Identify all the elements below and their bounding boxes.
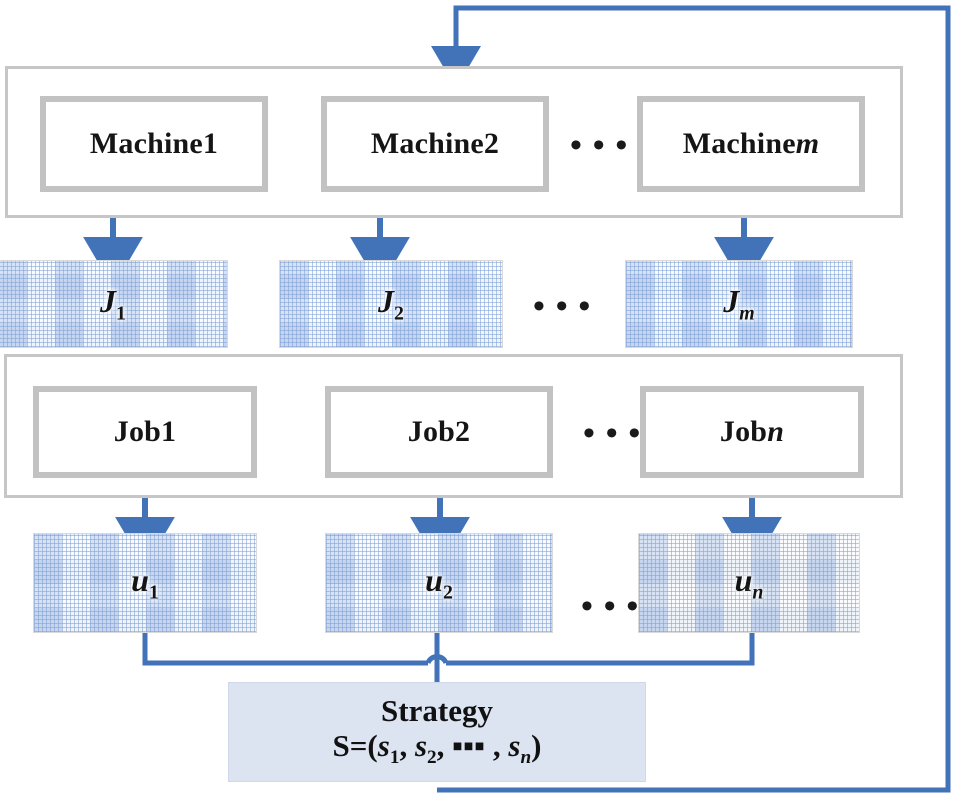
j-block-1[interactable]: J1 [0, 260, 228, 348]
j-row-ellipsis: • • • [533, 288, 593, 325]
strategy-box[interactable]: Strategy S=(s1, s2, ▪▪▪ , sn) [228, 682, 646, 782]
machine-row-ellipsis: • • • [570, 127, 630, 164]
j-block-1-label: J1 [100, 282, 126, 325]
job-node-2[interactable]: Job2 [325, 386, 553, 478]
machine-node-m-label: Machine [682, 127, 796, 160]
strategy-term-1-base: s [377, 727, 390, 763]
strategy-term-1-sub: 1 [389, 746, 400, 768]
job-node-n-label: Job [719, 415, 768, 448]
u-block-2-label: u2 [425, 561, 453, 604]
u-to-strategy-connector [142, 633, 755, 682]
strategy-term-2-sub: 2 [427, 746, 437, 768]
j-block-m-label: Jm [723, 282, 755, 325]
strategy-last-term-base: s [508, 727, 521, 763]
u-row-ellipsis: • • • [581, 588, 641, 625]
j-block-m[interactable]: Jm [625, 260, 853, 348]
job-row-ellipsis: • • • [583, 415, 643, 452]
strategy-formula-ellipsis: ▪▪▪ [452, 727, 486, 763]
job-node-1[interactable]: Job1 [33, 386, 257, 478]
j-block-2-label: J2 [378, 282, 404, 325]
machine-node-2-label: Machine2 [370, 127, 500, 160]
u-block-1[interactable]: u1 [33, 533, 257, 633]
u-block-2[interactable]: u2 [325, 533, 553, 633]
job-node-n-index: n [767, 415, 785, 448]
strategy-term-2-base: s [414, 727, 428, 763]
strategy-formula-prefix: S=( [332, 727, 378, 763]
machine-node-2[interactable]: Machine2 [321, 96, 549, 192]
strategy-last-term-sub: n [520, 746, 532, 768]
job-node-1-label: Job1 [113, 415, 177, 448]
u-block-n-label: un [734, 561, 764, 604]
machine-node-m-index: m [795, 127, 820, 160]
machine-node-1[interactable]: Machine1 [40, 96, 268, 192]
strategy-formula: S=(s1, s2, ▪▪▪ , sn) [332, 727, 542, 768]
strategy-title: Strategy [381, 693, 493, 729]
machine-node-1-label: Machine1 [89, 127, 219, 160]
strategy-formula-suffix: ) [531, 727, 542, 763]
job-node-n[interactable]: Job n [640, 386, 864, 478]
u-block-1-label: u1 [131, 561, 159, 604]
job-node-2-label: Job2 [407, 415, 471, 448]
u-block-n[interactable]: un [638, 533, 860, 633]
j-block-2[interactable]: J2 [279, 260, 503, 348]
machine-node-m[interactable]: Machine m [637, 96, 865, 192]
